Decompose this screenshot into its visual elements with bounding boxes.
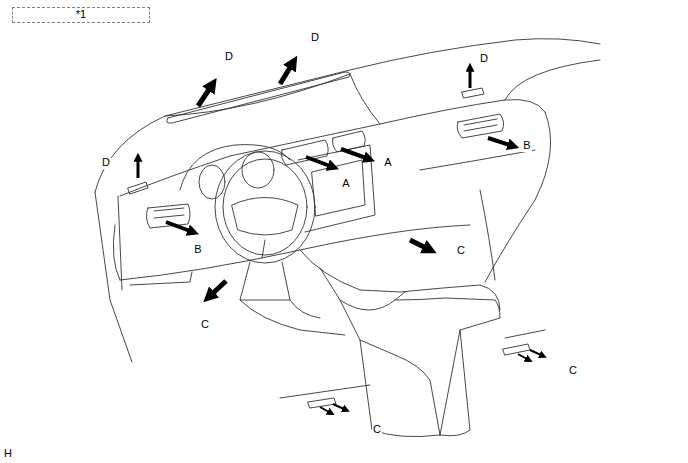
vent-letter: D (224, 50, 234, 63)
vent-letter: B (193, 243, 202, 256)
airflow-arrows (138, 66, 541, 412)
vent-letter: H (3, 447, 13, 460)
dashboard-outline (95, 39, 600, 437)
reference-mark: *1 (13, 8, 149, 21)
vent-letter: D (310, 31, 320, 44)
vent-letter: B (522, 139, 531, 152)
vent-letter: C (568, 364, 578, 377)
vent-letter: C (200, 318, 210, 331)
vent-letter: D (101, 156, 111, 169)
vent-letter: A (383, 156, 392, 169)
vent-letter: A (341, 177, 350, 190)
vent-letter: C (456, 244, 466, 257)
vent-letter: C (372, 423, 382, 436)
vent-letter: D (479, 52, 489, 65)
reference-box: *1 (12, 7, 150, 23)
